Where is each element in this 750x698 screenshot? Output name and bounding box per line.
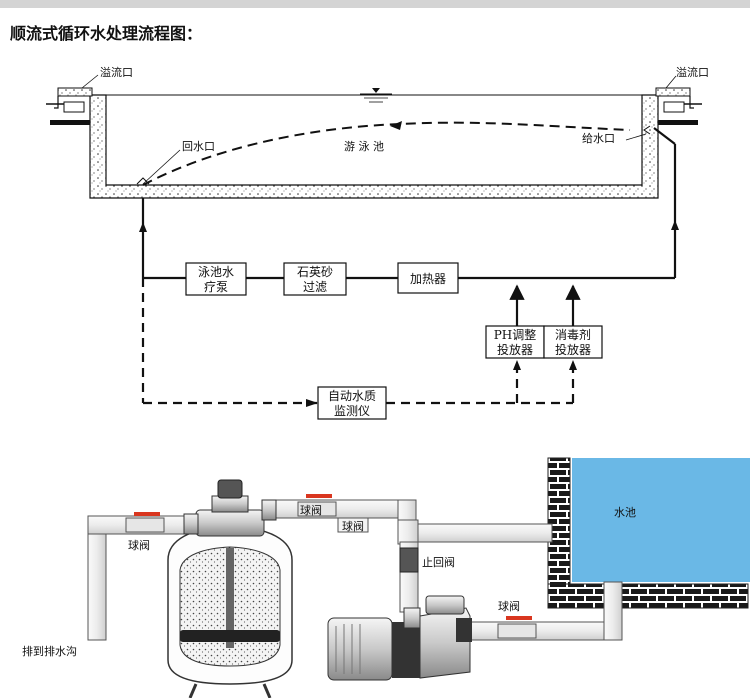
supply-inlet-label: 给水口 (582, 132, 615, 145)
svg-text:泳池水: 泳池水 (198, 265, 234, 279)
ball-valve-mid (337, 517, 369, 533)
overflow-left-detail (46, 74, 99, 125)
pool-section: 溢流口 溢流口 游 泳 池 回水口 给水口 (46, 65, 709, 199)
ball-valve-mid-label: 球阀 (342, 519, 364, 533)
svg-text:石英砂: 石英砂 (297, 265, 333, 279)
supply-inlet-icon (643, 125, 651, 135)
sand-filter-tank (167, 525, 293, 698)
sand-filter-box: 石英砂 过滤 (283, 262, 347, 296)
svg-text:PH调整: PH调整 (494, 327, 537, 342)
overflow-right-detail (655, 75, 702, 125)
pump-motor (327, 617, 422, 681)
svg-text:加热器: 加热器 (410, 272, 446, 286)
ball-valve-top-label: 球阀 (300, 503, 322, 517)
disinfectant-doser-box: 消毒剂 投放器 (543, 325, 603, 359)
svg-text:自动水质: 自动水质 (328, 389, 376, 403)
monitor-box: 自动水质 监测仪 (317, 386, 387, 420)
ball-valve-left-label: 球阀 (128, 538, 150, 552)
svg-text:监测仪: 监测仪 (334, 404, 370, 418)
svg-text:过滤: 过滤 (303, 280, 327, 294)
water-pool (572, 458, 750, 582)
drain-label: 排到排水沟 (22, 644, 77, 658)
brick-wall (547, 457, 749, 609)
check-valve-label: 止回阀 (422, 555, 455, 569)
check-valve (399, 547, 419, 573)
pump-box: 泳池水 疗泵 (185, 262, 247, 296)
overflow-left-label: 溢流口 (100, 65, 133, 79)
monitor-arrow-icon (569, 360, 577, 370)
water-level-icon (360, 88, 392, 103)
ball-valve-right-label: 球阀 (498, 599, 520, 613)
monitor-arrow-icon (513, 360, 521, 370)
ball-valve-right (497, 616, 537, 639)
svg-text:投放器: 投放器 (555, 342, 591, 357)
ball-valve-left (125, 512, 165, 533)
ball-valve-top (297, 494, 337, 517)
svg-text:疗泵: 疗泵 (204, 280, 228, 294)
top-bar (0, 0, 750, 8)
pool-label: 游 泳 池 (344, 139, 384, 153)
heater-box: 加热器 (397, 262, 459, 294)
svg-text:投放器: 投放器 (497, 342, 533, 357)
pump-housing (403, 595, 472, 679)
overflow-right-label: 溢流口 (676, 65, 709, 79)
pool-flow-arrow (390, 121, 402, 130)
circulation-pipes (141, 127, 677, 326)
return-inlet-label: 回水口 (182, 140, 215, 153)
water-pool-label: 水池 (614, 506, 636, 519)
return-inlet-icon (136, 177, 150, 185)
svg-text:消毒剂: 消毒剂 (555, 327, 591, 342)
pipe-arrow-icon (139, 222, 147, 232)
ph-doser-box: PH调整 投放器 (485, 325, 545, 359)
monitor-arrow-icon (306, 399, 318, 407)
page-title: 顺流式循环水处理流程图： (10, 24, 203, 43)
pool-flow-curve (142, 121, 631, 186)
multiport-valve (183, 479, 277, 537)
pipe-arrow-icon (671, 220, 679, 230)
